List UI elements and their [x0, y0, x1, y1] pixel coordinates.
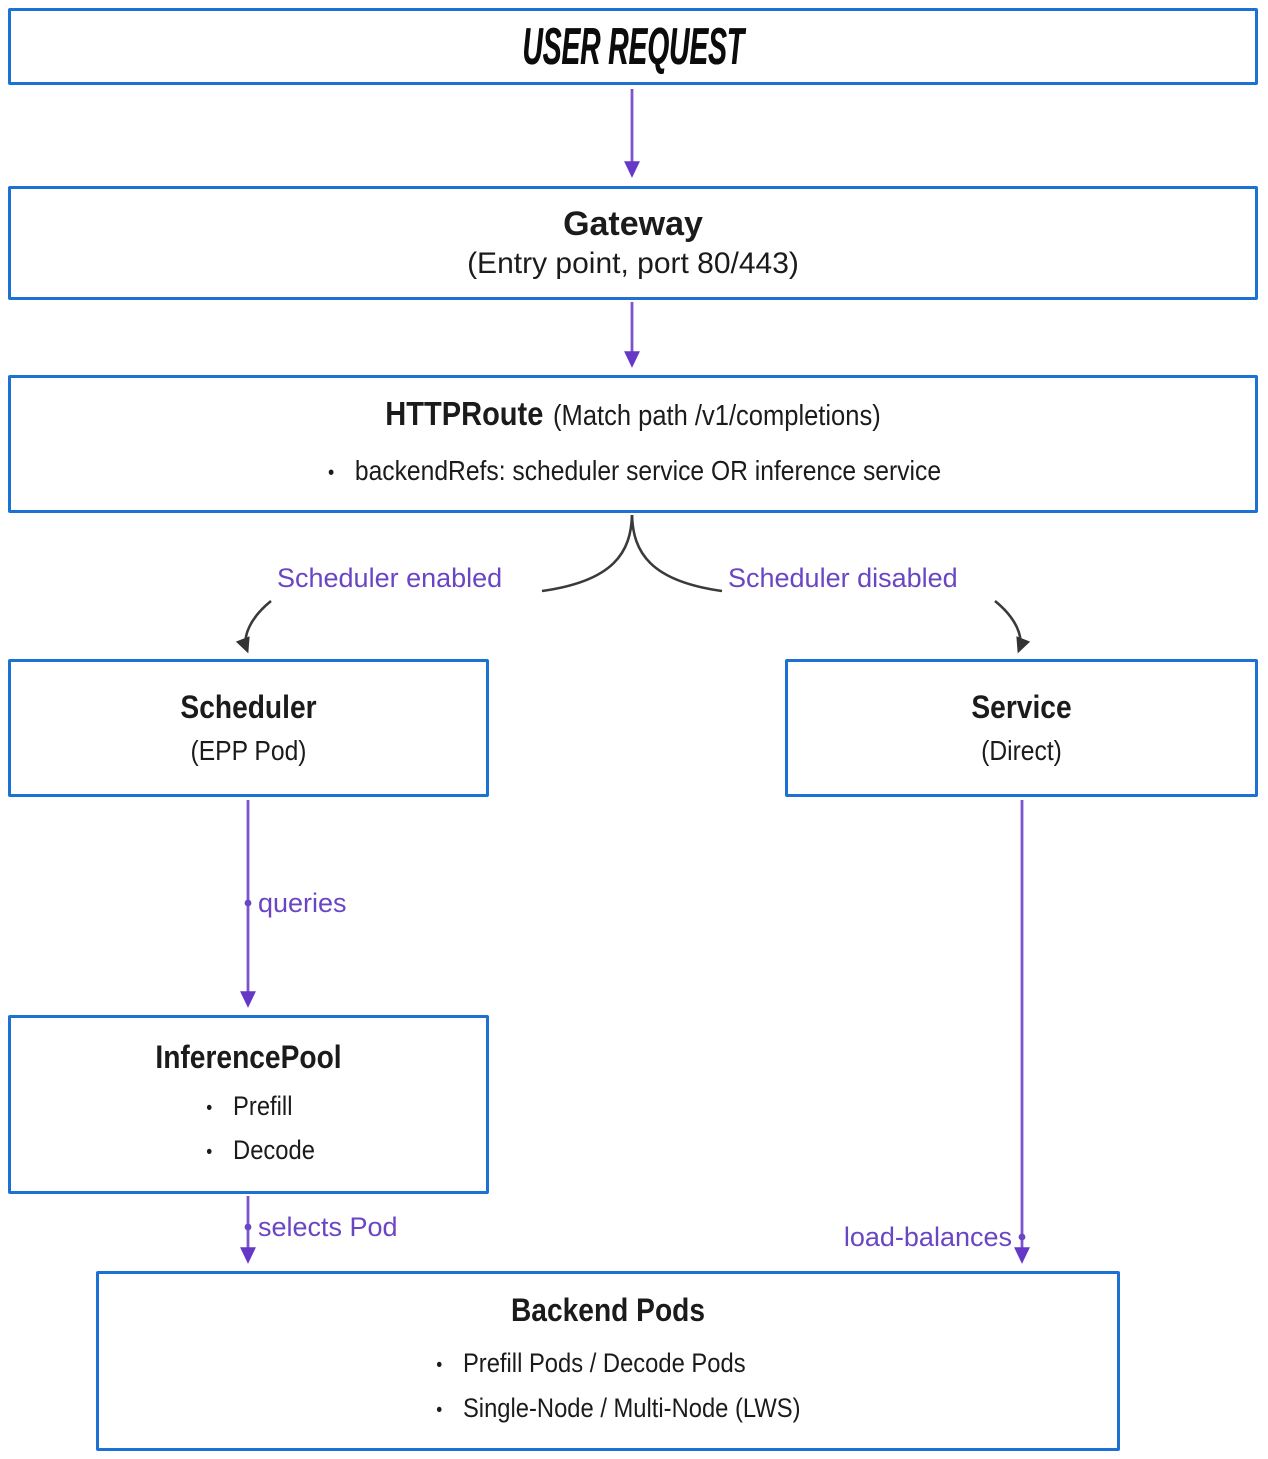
- inference-pool-title: InferencePool: [155, 1038, 342, 1075]
- edge-enabled-to-scheduler: [235, 599, 272, 654]
- inference-pool-bullet-item: Decode: [203, 1129, 315, 1173]
- edge-selects-pod-anchor-dot: [244, 1223, 252, 1231]
- edge-label-selects-pod: selects Pod: [258, 1212, 398, 1242]
- node-gateway: Gateway (Entry point, port 80/443): [8, 186, 1258, 300]
- edge-disabled-to-service: [994, 599, 1031, 654]
- node-user-request: USER REQUEST: [8, 8, 1258, 85]
- backend-pods-bullet-item: Single-Node / Multi-Node (LWS): [433, 1387, 801, 1432]
- scheduler-title: Scheduler: [180, 689, 317, 725]
- edge-load-balances-anchor-dot: [1018, 1233, 1026, 1241]
- backend-pods-title: Backend Pods: [510, 1292, 706, 1328]
- node-service: Service (Direct): [785, 659, 1258, 797]
- edge-label-load-balances: load-balances: [843, 1222, 1012, 1252]
- user-request-title: USER REQUEST: [522, 17, 744, 76]
- node-scheduler: Scheduler (EPP Pod): [8, 659, 489, 797]
- edge-branch-left: [541, 514, 634, 593]
- httproute-title: HTTPRoute: [385, 395, 544, 432]
- edge-queries-anchor-dot: [244, 899, 252, 907]
- edge-label-queries: queries: [258, 888, 347, 918]
- edge-branch-right: [630, 514, 723, 593]
- backend-pods-bullet-item: Prefill Pods / Decode Pods: [433, 1342, 801, 1387]
- node-httproute: HTTPRoute (Match path /v1/completions) b…: [8, 375, 1258, 513]
- httproute-bullet-item: backendRefs: scheduler service OR infere…: [325, 450, 941, 494]
- gateway-title: Gateway: [563, 205, 703, 243]
- service-title: Service: [971, 689, 1072, 725]
- gateway-subtitle: (Entry point, port 80/443): [467, 247, 799, 280]
- service-subtitle: (Direct): [981, 735, 1062, 766]
- edge-label-scheduler-disabled: Scheduler disabled: [728, 563, 958, 593]
- node-inference-pool: InferencePool Prefill Decode: [8, 1015, 489, 1194]
- inference-pool-bullet-item: Prefill: [203, 1085, 315, 1129]
- edge-label-scheduler-enabled: Scheduler enabled: [277, 563, 503, 593]
- node-backend-pods: Backend Pods Prefill Pods / Decode Pods …: [96, 1271, 1120, 1451]
- httproute-title-suffix: (Match path /v1/completions): [553, 400, 881, 432]
- scheduler-subtitle: (EPP Pod): [190, 735, 307, 766]
